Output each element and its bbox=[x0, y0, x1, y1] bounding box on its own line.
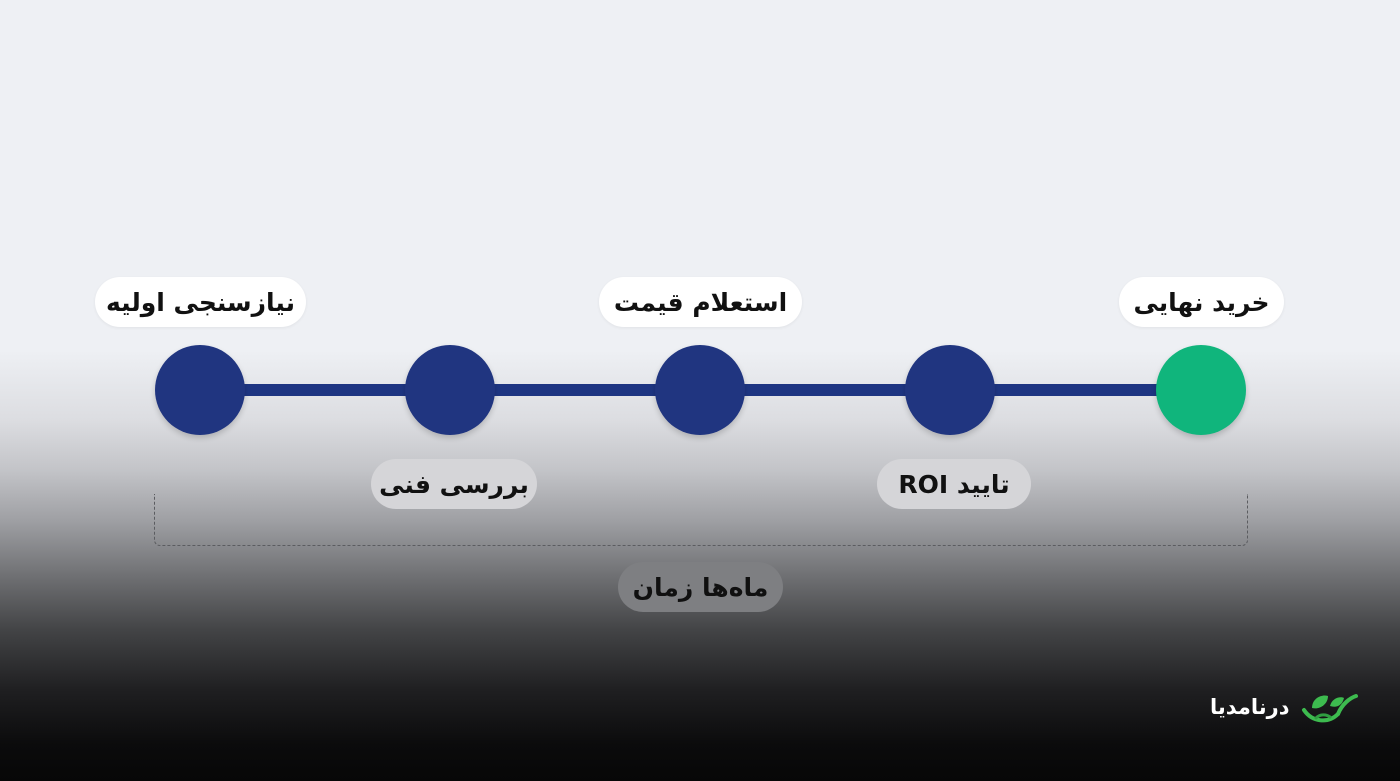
timeline-node-1 bbox=[155, 345, 245, 435]
step-label-2: بررسی فنی bbox=[371, 459, 537, 509]
duration-label: ماه‌ها زمان bbox=[618, 562, 783, 612]
timeline-node-4 bbox=[905, 345, 995, 435]
step-label-final: خرید نهایی bbox=[1119, 277, 1284, 327]
leaf-icon bbox=[1301, 694, 1358, 723]
timeline-node-final bbox=[1156, 345, 1246, 435]
duration-bracket bbox=[154, 494, 1248, 546]
timeline-node-3 bbox=[655, 345, 745, 435]
step-label-3: استعلام قیمت bbox=[599, 277, 802, 327]
brand-name: درنامدیا bbox=[1210, 695, 1290, 719]
timeline-node-2 bbox=[405, 345, 495, 435]
step-label-4: تایید ROI bbox=[877, 459, 1031, 509]
step-label-1: نیازسنجی اولیه bbox=[95, 277, 306, 327]
brand-logo: درنامدیا bbox=[1210, 684, 1360, 730]
